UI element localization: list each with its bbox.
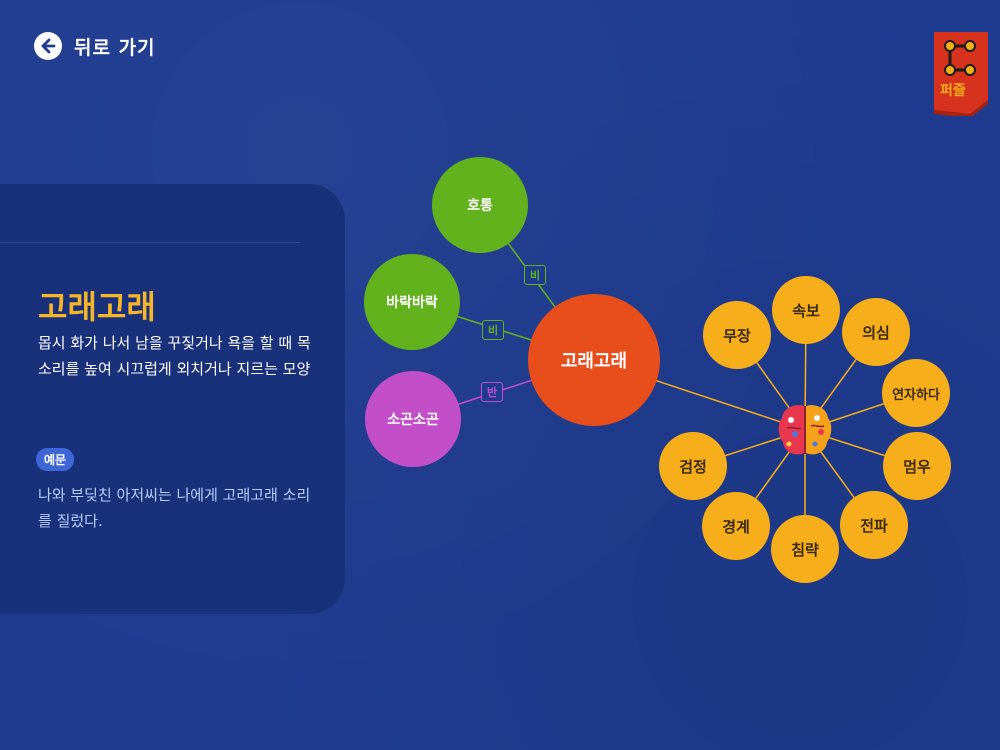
- example-sentence: 나와 부딪친 아저씨는 나에게 고래고래 소리를 질렀다.: [38, 486, 311, 530]
- brain-icon: [777, 400, 833, 460]
- synonym-node[interactable]: 호통: [432, 157, 528, 253]
- related-word-node[interactable]: 경계: [702, 492, 770, 560]
- word-definition: 몹시 화가 나서 남을 꾸짖거나 욕을 할 때 목소리를 높여 시끄럽게 외치거…: [38, 334, 311, 378]
- puzzle-button[interactable]: 퍼즐: [930, 30, 992, 118]
- example-badge: 예문: [36, 448, 75, 471]
- puzzle-icon: [944, 40, 976, 76]
- antonym-node[interactable]: 소곤소곤: [365, 371, 461, 467]
- antonym-tag: 반: [481, 382, 504, 402]
- back-label: 뒤로 가기: [74, 36, 156, 59]
- related-word-node[interactable]: 검정: [659, 432, 727, 500]
- synonym-tag: 비: [524, 265, 547, 285]
- synonym-tag: 비: [482, 320, 505, 340]
- synonym-node[interactable]: 바락바락: [364, 254, 460, 350]
- related-word-node[interactable]: 멈우: [883, 432, 951, 500]
- center-word-node[interactable]: 고래고래: [528, 294, 660, 426]
- arrow-left-icon: [34, 32, 62, 60]
- related-word-node[interactable]: 속보: [772, 276, 840, 344]
- panel-divider: [0, 242, 300, 243]
- related-word-node[interactable]: 의심: [842, 298, 910, 366]
- word-title: 고래고래: [38, 288, 156, 326]
- back-button[interactable]: 뒤로 가기: [34, 32, 156, 60]
- puzzle-label: 퍼즐: [940, 83, 966, 99]
- word-panel: 고래고래 몹시 화가 나서 남을 꾸짖거나 욕을 할 때 목소리를 높여 시끄럽…: [0, 184, 345, 614]
- related-word-node[interactable]: 전파: [840, 491, 908, 559]
- related-word-node[interactable]: 연자하다: [882, 359, 950, 427]
- related-word-node[interactable]: 무장: [703, 301, 771, 369]
- related-word-node[interactable]: 침략: [771, 515, 839, 583]
